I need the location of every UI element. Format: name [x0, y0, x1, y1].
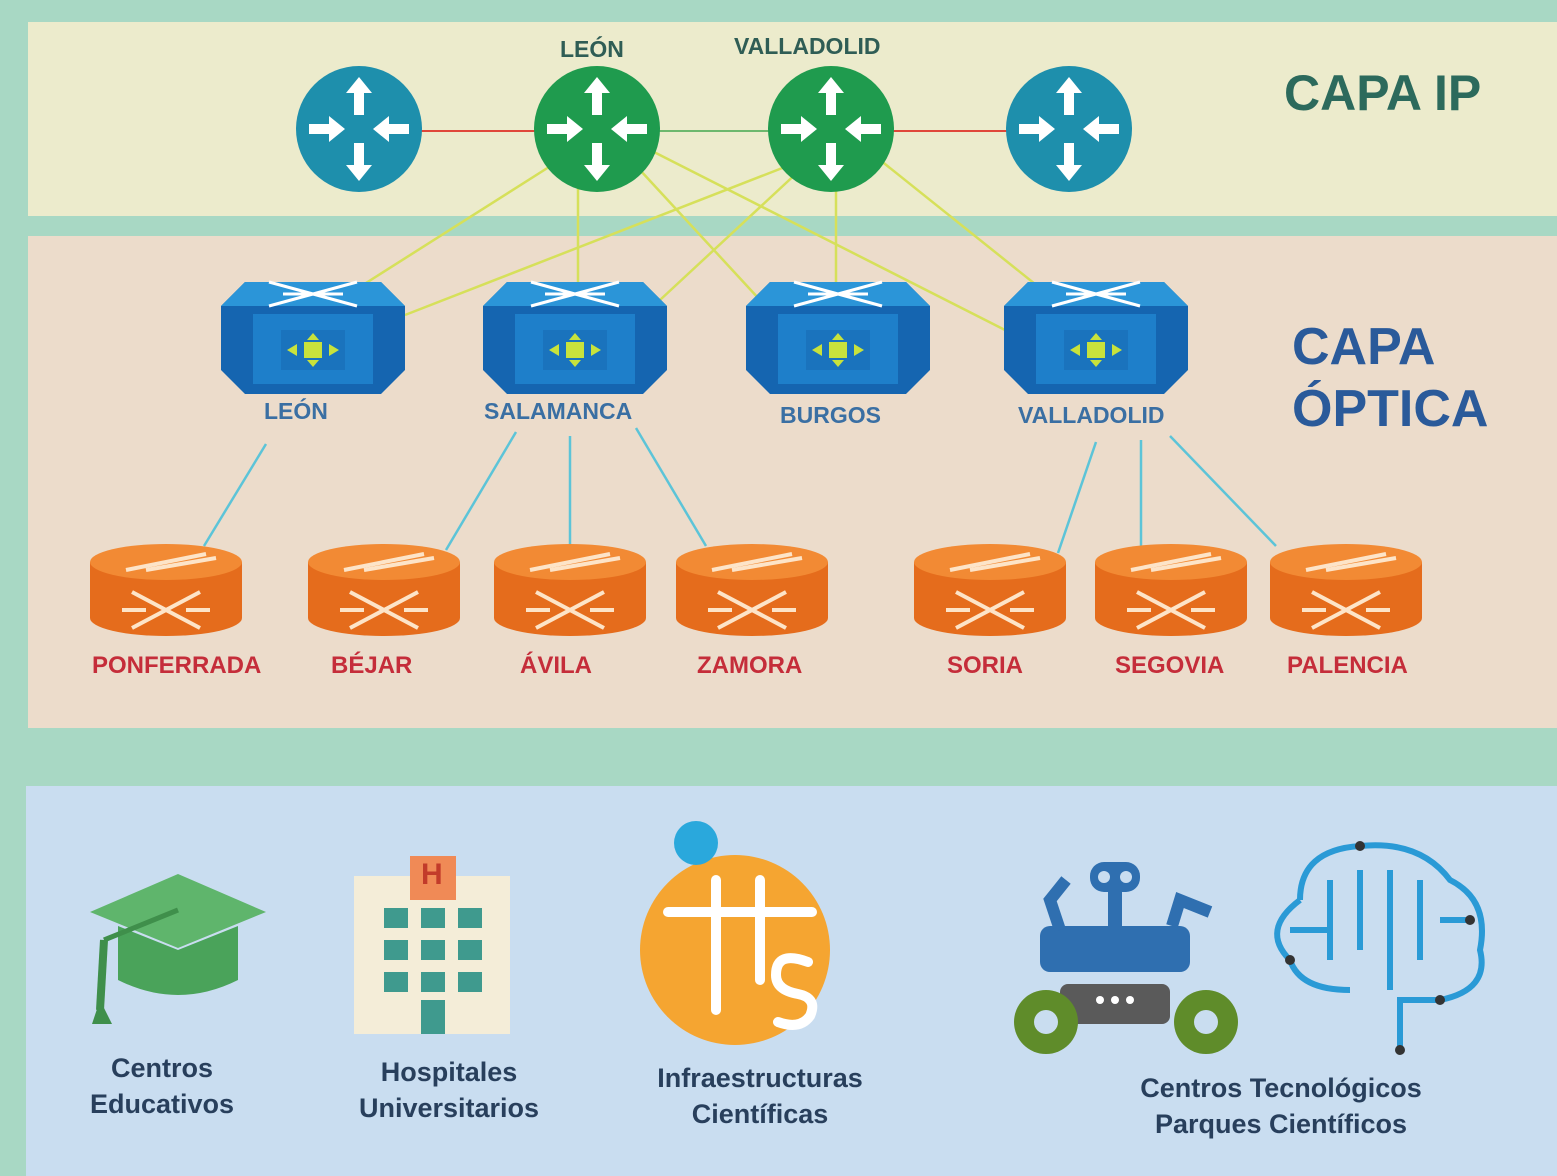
- access-links: [202, 427, 1277, 554]
- ip-router-1: [296, 66, 422, 192]
- access-node-zamora: [674, 542, 830, 638]
- optical-title-line2: ÓPTICA: [1292, 380, 1489, 438]
- hospital-label: Hospitales Universitarios: [342, 1054, 556, 1126]
- city-label-palencia: PALENCIA: [1287, 652, 1408, 679]
- optical-label-salamanca: SALAMANCA: [484, 398, 633, 424]
- ip-router-leon: [534, 66, 660, 192]
- optical-node-valladolid: [1002, 280, 1190, 396]
- brain-circuit-icon: [1274, 841, 1485, 1055]
- access-node-soria: [912, 542, 1068, 638]
- city-label-bejar: BÉJAR: [331, 652, 413, 679]
- ip-router-valladolid-label: VALLADOLID: [734, 33, 881, 59]
- robot-icon: [1014, 862, 1238, 1054]
- optical-node-burgos: [744, 280, 932, 396]
- access-node-ponferrada: [88, 542, 244, 638]
- access-node-segovia: [1093, 542, 1249, 638]
- hospital-icon: [354, 856, 510, 1034]
- education-label: Centros Educativos: [78, 1050, 246, 1122]
- graduation-cap-icon: [90, 874, 266, 1024]
- ip-router-leon-label: LEÓN: [560, 36, 624, 62]
- access-node-palencia: [1268, 542, 1424, 638]
- hospital-label-line2: Universitarios: [358, 1093, 540, 1123]
- city-label-ponferrada: PONFERRADA: [92, 652, 262, 679]
- optical-layer-title: CAPA ÓPTICA: [1292, 316, 1488, 440]
- tech-centers-label-line1: Centros Tecnológicos: [1140, 1073, 1422, 1103]
- city-label-avila: ÁVILA: [520, 652, 592, 679]
- optical-title-line1: CAPA: [1292, 318, 1436, 376]
- infrastructure-label: Infraestructuras Científicas: [636, 1060, 884, 1132]
- access-node-avila: [492, 542, 648, 638]
- science-infrastructure-icon: [640, 821, 830, 1045]
- infrastructure-label-line2: Científicas: [691, 1099, 829, 1129]
- city-label-segovia: SEGOVIA: [1115, 652, 1225, 679]
- ip-layer-title: CAPA IP: [1284, 65, 1482, 121]
- optical-label-burgos: BURGOS: [780, 402, 881, 428]
- optical-label-leon: LEÓN: [264, 398, 328, 424]
- hospital-label-line1: Hospitales: [380, 1057, 518, 1087]
- city-label-zamora: ZAMORA: [697, 652, 803, 679]
- ip-router-4: [1006, 66, 1132, 192]
- optical-label-valladolid: VALLADOLID: [1018, 402, 1165, 428]
- education-label-line2: Educativos: [89, 1089, 235, 1119]
- tech-centers-label: Centros Tecnológicos Parques Científicos: [1114, 1070, 1448, 1142]
- infrastructure-label-line1: Infraestructuras: [657, 1063, 863, 1093]
- hospital-sign-letter: H: [421, 858, 443, 891]
- ip-router-valladolid: [768, 66, 894, 192]
- city-label-soria: SORIA: [947, 652, 1024, 679]
- access-node-bejar: [306, 542, 462, 638]
- optical-node-salamanca: [481, 280, 669, 396]
- tech-centers-label-line2: Parques Científicos: [1154, 1109, 1408, 1139]
- education-label-line1: Centros: [110, 1053, 213, 1083]
- optical-node-leon: [219, 280, 407, 396]
- mesh-links: [354, 148, 1051, 332]
